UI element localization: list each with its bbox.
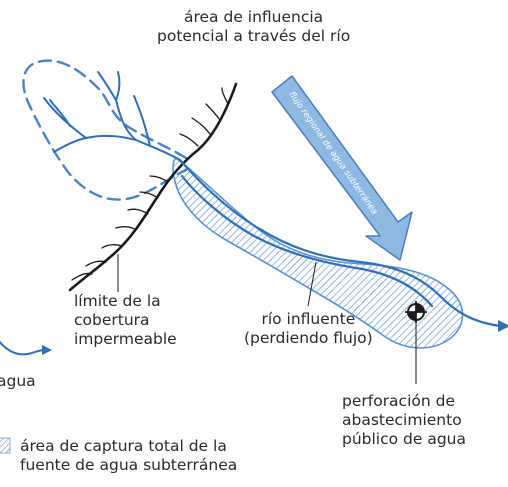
- left-edge-river: [0, 340, 45, 356]
- impermeable-ticks: [71, 87, 229, 281]
- well-label: perforación de abastecimiento público de…: [342, 392, 467, 448]
- impermeable-limit-label: límite de la cobertura impermeable: [74, 292, 177, 348]
- cut-off-left-label: agua: [0, 372, 36, 390]
- river-leader: [307, 261, 317, 307]
- influence-area-label: área de influencia potencial a través de…: [157, 8, 351, 45]
- river-arrowhead: [498, 320, 508, 332]
- influence-area-outline: [22, 59, 188, 201]
- left-edge-arrowhead: [42, 345, 52, 355]
- legend-swatch: [0, 437, 11, 454]
- tributaries: [43, 71, 181, 161]
- regional-flow-arrow: flujo regional de agua subterránea: [271, 75, 413, 261]
- losing-river-label: río influente (perdiendo flujo): [244, 310, 373, 347]
- capture-zone: [172, 156, 464, 349]
- main-river: [178, 158, 502, 328]
- regional-flow-label: flujo regional de agua subterránea: [287, 90, 380, 217]
- well-symbol: [405, 301, 427, 384]
- impermeable-boundary: [68, 82, 238, 292]
- legend-capture-area-label: área de captura total de la fuente de ag…: [20, 437, 238, 474]
